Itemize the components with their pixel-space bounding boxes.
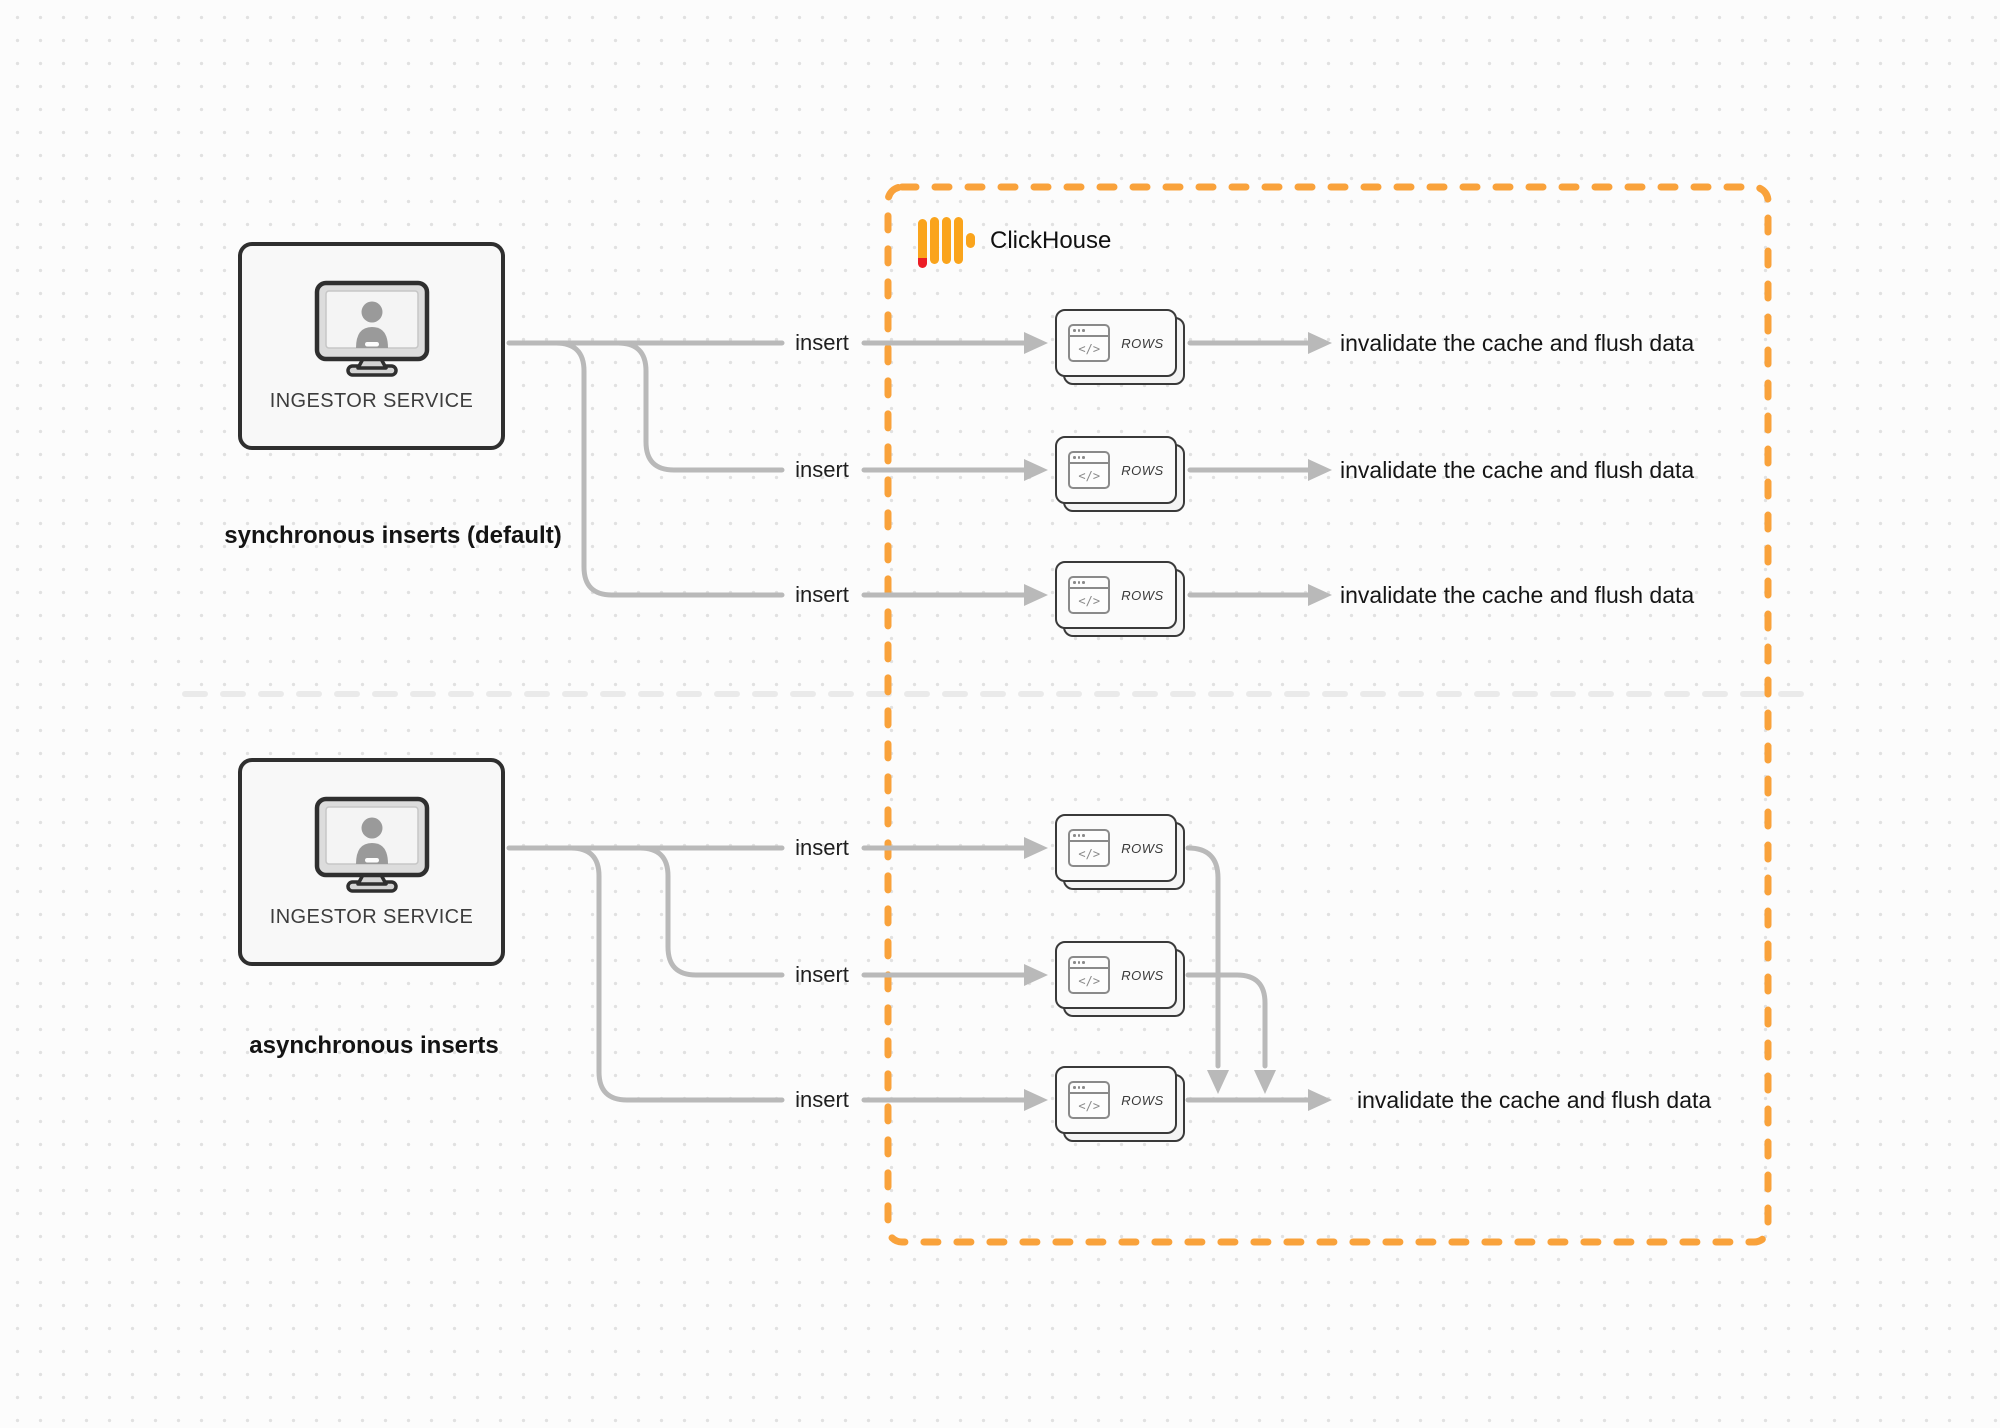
code-glyph: </>: [1078, 593, 1101, 608]
clickhouse-logo-icon: [918, 216, 976, 268]
rows-label: ROWS: [1121, 587, 1164, 603]
card-stack-front: </> ROWS: [1055, 309, 1177, 377]
insert-label: insert: [795, 457, 849, 482]
code-window-icon: </>: [1068, 956, 1111, 994]
insert-label: insert: [795, 330, 849, 355]
rows-label: ROWS: [1121, 335, 1164, 351]
result-label: invalidate the cache and flush data: [1357, 1087, 1712, 1113]
async-arrowheads: [1024, 837, 1332, 1111]
code-glyph: </>: [1078, 468, 1101, 483]
code-window-icon: </>: [1068, 451, 1111, 489]
code-glyph: </>: [1078, 341, 1101, 356]
insert-label: insert: [795, 835, 849, 860]
sync-arrowheads: [1024, 332, 1332, 606]
rows-table-card: </> ROWS: [1055, 814, 1185, 890]
code-window-icon: </>: [1068, 576, 1111, 614]
rows-table-card: </> ROWS: [1055, 941, 1185, 1017]
code-window-icon: </>: [1068, 324, 1111, 362]
card-stack-front: </> ROWS: [1055, 1066, 1177, 1134]
ingestor-service-box-async: INGESTOR SERVICE: [238, 758, 505, 966]
insert-label: insert: [795, 582, 849, 607]
card-stack-front: </> ROWS: [1055, 561, 1177, 629]
code-glyph: </>: [1078, 973, 1101, 988]
service-label: INGESTOR SERVICE: [269, 389, 474, 412]
sync-branch-lines: [506, 340, 1311, 598]
card-stack-front: </> ROWS: [1055, 436, 1177, 504]
service-label: INGESTOR SERVICE: [269, 905, 474, 928]
code-window-icon: </>: [1068, 829, 1111, 867]
result-label: invalidate the cache and flush data: [1340, 582, 1695, 608]
window-titlebar: [1070, 831, 1109, 842]
card-stack-front: </> ROWS: [1055, 814, 1177, 882]
window-titlebar: [1070, 578, 1109, 589]
rows-table-card: </> ROWS: [1055, 309, 1185, 385]
async-branch-lines: [506, 845, 1311, 1103]
clickhouse-logo: ClickHouse: [918, 216, 1112, 268]
window-titlebar: [1070, 453, 1109, 464]
rows-label: ROWS: [1121, 967, 1164, 983]
rows-table-card: </> ROWS: [1055, 436, 1185, 512]
result-label: invalidate the cache and flush data: [1340, 457, 1695, 483]
clickhouse-boundary-box: [884, 183, 1772, 1246]
code-glyph: </>: [1078, 1098, 1101, 1113]
insert-label: insert: [795, 1087, 849, 1112]
rows-label: ROWS: [1121, 1092, 1164, 1108]
window-titlebar: [1070, 326, 1109, 337]
clickhouse-label: ClickHouse: [990, 227, 1112, 254]
rows-table-card: </> ROWS: [1055, 1066, 1185, 1142]
rows-label: ROWS: [1121, 840, 1164, 856]
result-label: invalidate the cache and flush data: [1340, 330, 1695, 356]
monitor-user-icon: [314, 796, 429, 893]
window-titlebar: [1070, 958, 1109, 969]
rows-table-card: </> ROWS: [1055, 561, 1185, 637]
ingestor-service-box-sync: INGESTOR SERVICE: [238, 242, 505, 450]
rows-label: ROWS: [1121, 462, 1164, 478]
insert-label: insert: [795, 962, 849, 987]
async-section-caption: asynchronous inserts: [249, 1032, 499, 1059]
code-window-icon: </>: [1068, 1081, 1111, 1119]
card-stack-front: </> ROWS: [1055, 941, 1177, 1009]
window-titlebar: [1070, 1083, 1109, 1094]
code-glyph: </>: [1078, 846, 1101, 861]
sync-section-caption: synchronous inserts (default): [224, 522, 562, 549]
monitor-user-icon: [314, 280, 429, 377]
